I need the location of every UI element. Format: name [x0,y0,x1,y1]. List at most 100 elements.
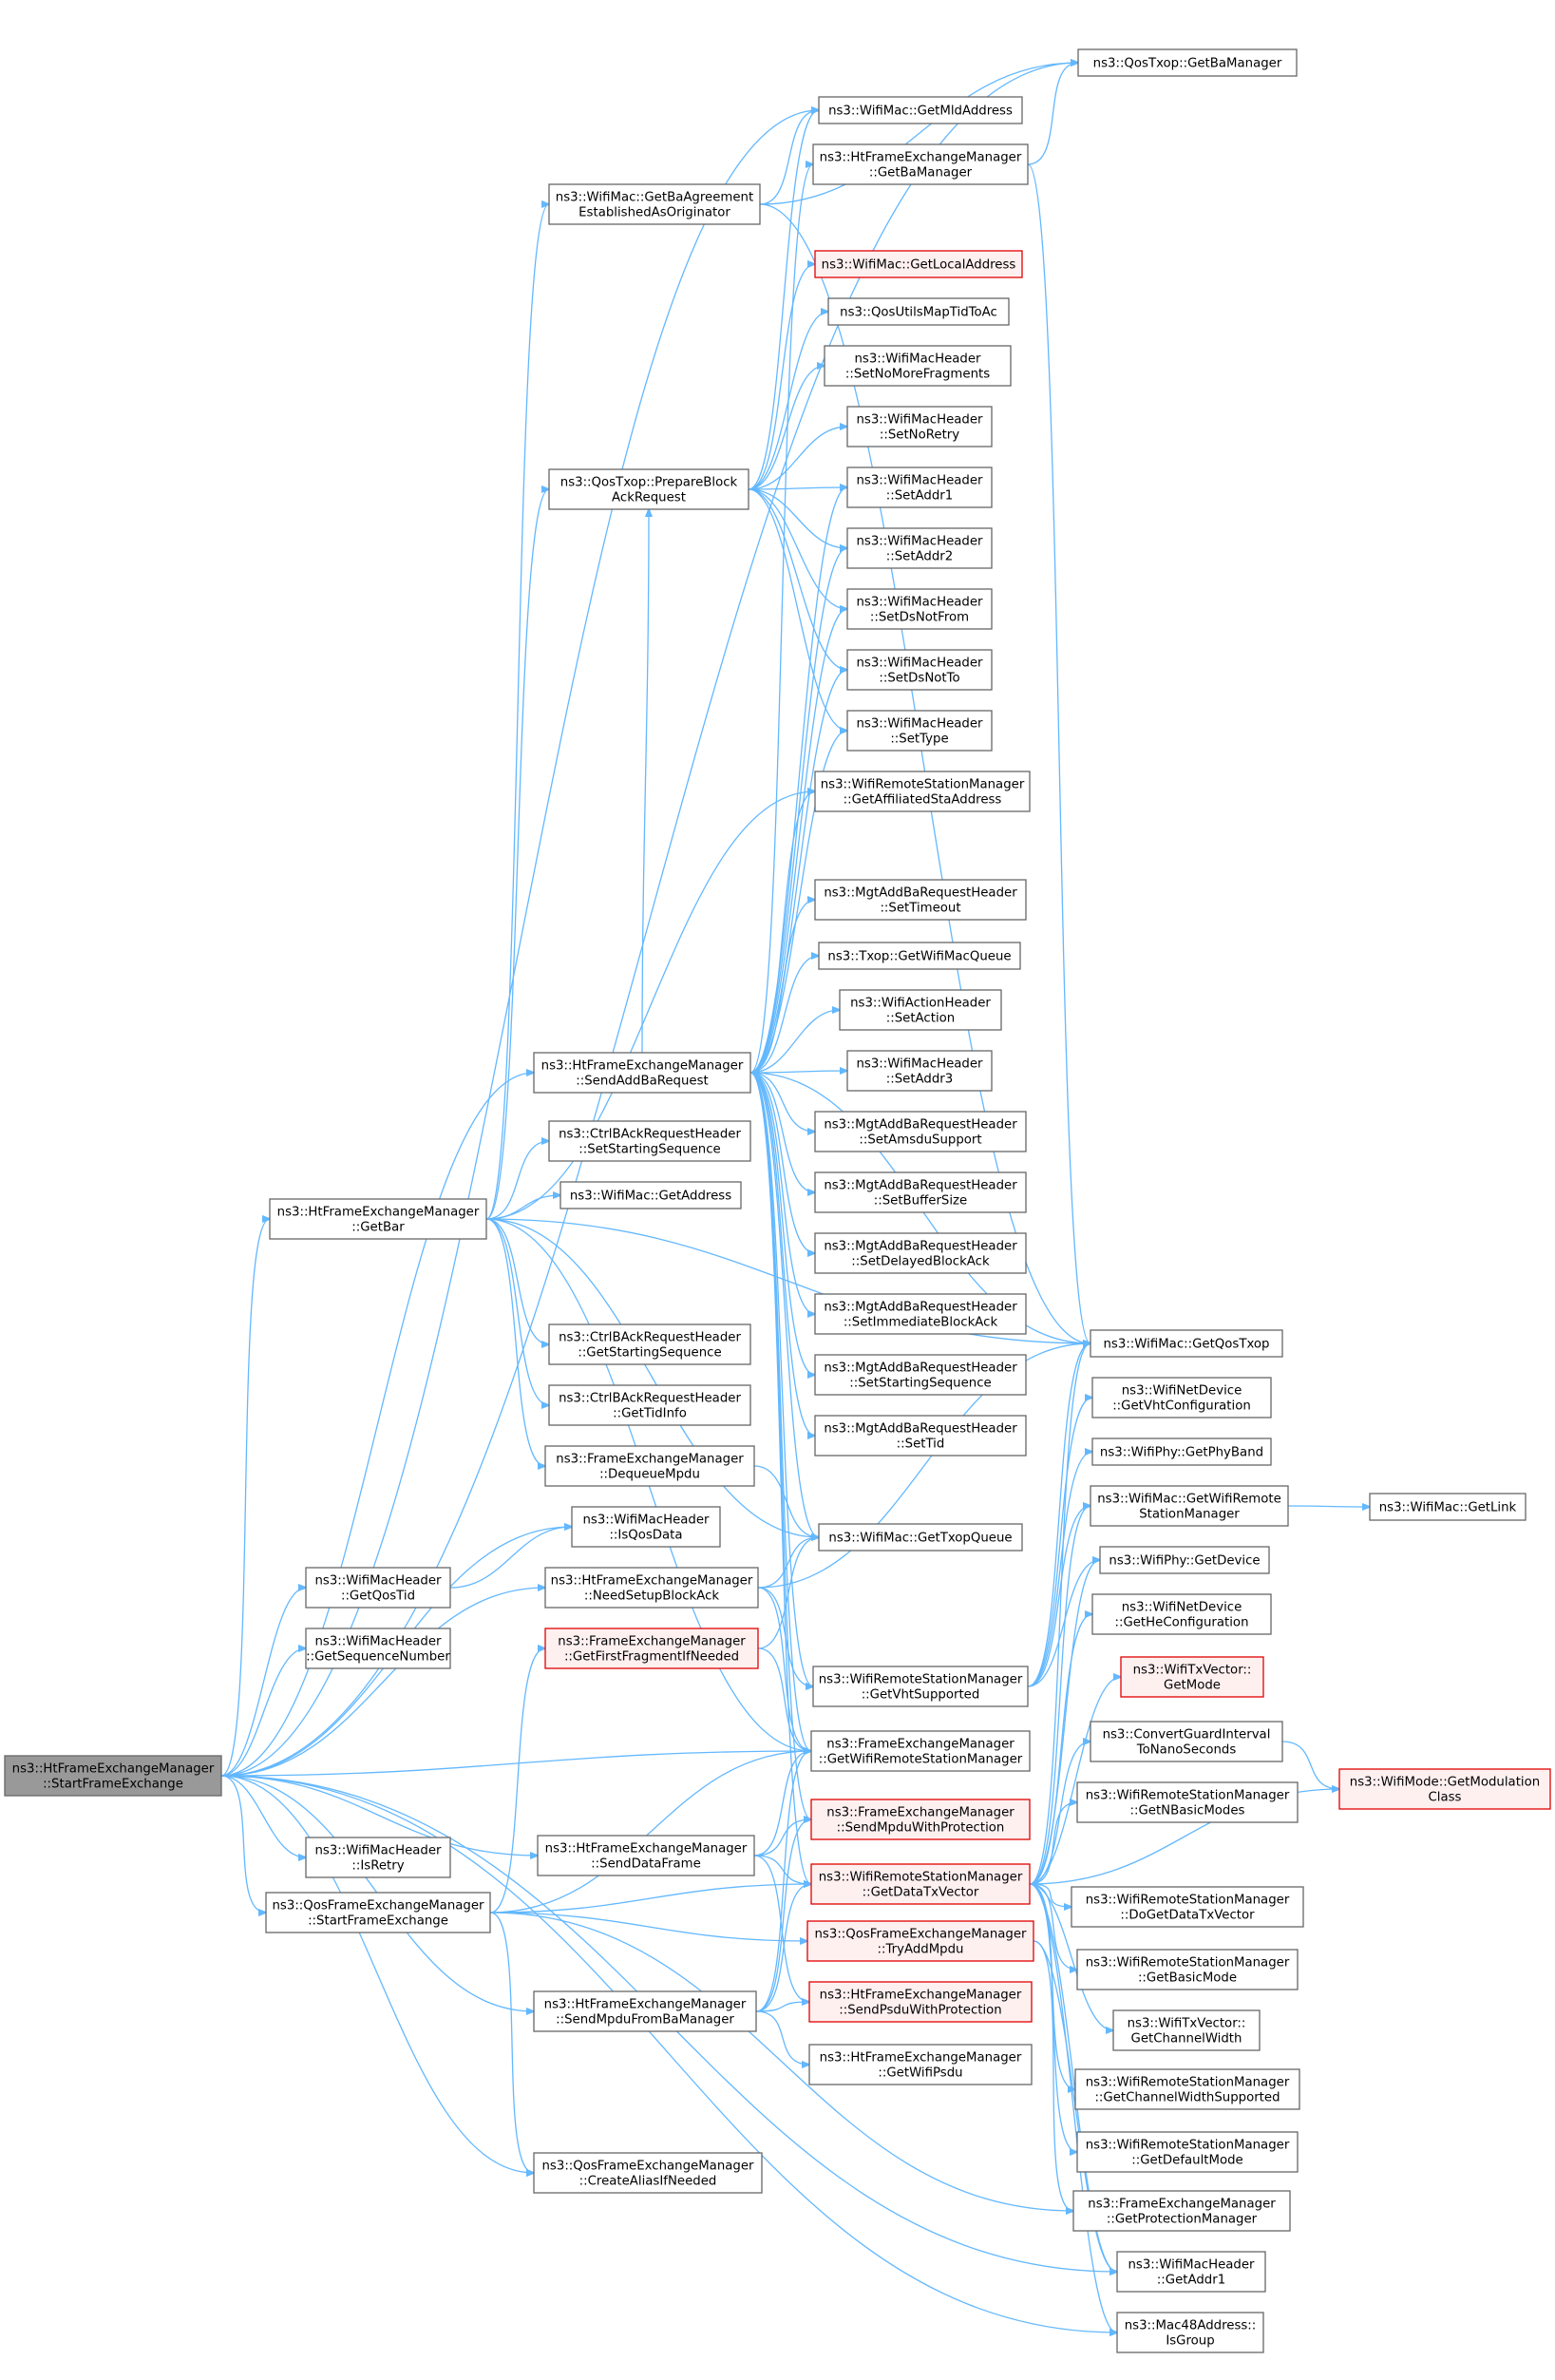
node-setnomore[interactable]: ns3::WifiMacHeader::SetNoMoreFragments [824,345,1012,387]
node-root[interactable]: ns3::HtFrameExchangeManager::StartFrameE… [4,1755,222,1797]
node-getaddr1[interactable]: ns3::WifiMacHeader::GetAddr1 [1116,2251,1266,2293]
node-label-line: ::SetStartingSequence [849,1377,991,1391]
node-label-line: ::SetTid [897,1438,945,1452]
node-setdsnotfrom[interactable]: ns3::WifiMacHeader::SetDsNotFrom [846,588,993,630]
node-sendmpduprot[interactable]: ns3::FrameExchangeManager::SendMpduWithP… [810,1799,1031,1840]
node-settype[interactable]: ns3::WifiMacHeader::SetType [846,710,993,752]
node-settid[interactable]: ns3::MgtAddBaRequestHeader::SetTid [814,1415,1027,1457]
node-label-line: ::SendMpduFromBaManager [556,2013,734,2028]
edge-getbar-to-ctrlgettid [485,1218,549,1405]
node-getmld[interactable]: ns3::WifiMac::GetMldAddress [818,96,1023,124]
node-isgroup[interactable]: ns3::Mac48Address::IsGroup [1116,2312,1264,2353]
node-createalias[interactable]: ns3::QosFrameExchangeManager::CreateAlia… [533,2152,763,2194]
edge-getfirstfrag-to-gettxopq [757,1537,819,1649]
node-sendpsduprot[interactable]: ns3::HtFrameExchangeManager::SendPsduWit… [808,1981,1033,2023]
node-ctrlgettid[interactable]: ns3::CtrlBAckRequestHeader::GetTidInfo [548,1384,751,1426]
node-setaddr1[interactable]: ns3::WifiMacHeader::SetAddr1 [846,466,993,508]
node-qosstartfe[interactable]: ns3::QosFrameExchangeManager::StartFrame… [265,1892,491,1933]
edge-getdatatx-to-getchwidth [1029,1883,1113,2030]
edge-line [759,63,1078,205]
node-sendaddba[interactable]: ns3::HtFrameExchangeManager::SendAddBaRe… [533,1052,751,1094]
node-getwrsm2[interactable]: ns3::WifiMac::GetWifiRemoteStationManage… [1090,1485,1289,1527]
node-box [1091,1593,1272,1635]
node-ctrlgetss[interactable]: ns3::CtrlBAckRequestHeader::GetStartingS… [548,1323,751,1365]
node-getwrsm[interactable]: ns3::FrameExchangeManager::GetWifiRemote… [810,1730,1031,1772]
node-isretry[interactable]: ns3::WifiMacHeader::IsRetry [305,1837,451,1878]
node-getbar[interactable]: ns3::HtFrameExchangeManager::GetBar [269,1198,487,1240]
node-setdelayed[interactable]: ns3::MgtAddBaRequestHeader::SetDelayedBl… [814,1232,1027,1274]
node-htgetbamgr[interactable]: ns3::HtFrameExchangeManager::GetBaManage… [812,143,1029,185]
edge-qosstartfe-to-getwrsm [489,1751,811,1914]
node-gettxopq[interactable]: ns3::WifiMac::GetTxopQueue [818,1523,1023,1552]
node-setaddr2[interactable]: ns3::WifiMacHeader::SetAddr2 [846,527,993,569]
node-box [1369,1493,1527,1521]
node-getvhtconf[interactable]: ns3::WifiNetDevice::GetVhtConfiguration [1091,1377,1272,1418]
node-getdatatx[interactable]: ns3::WifiRemoteStationManager::GetDataTx… [810,1863,1031,1905]
edge-preparebar-to-setaddr2 [748,488,847,548]
node-isqosdata[interactable]: ns3::WifiMacHeader::IsQosData [571,1506,721,1548]
node-setaction[interactable]: ns3::WifiActionHeader::SetAction [839,989,1002,1031]
edge-senddata-to-sendmpduprot [753,1819,811,1856]
node-getbaagree[interactable]: ns3::WifiMac::GetBaAgreementEstablishedA… [548,183,761,225]
node-getdevice[interactable]: ns3::WifiPhy::GetDevice [1099,1546,1270,1574]
node-getphyband[interactable]: ns3::WifiPhy::GetPhyBand [1091,1438,1272,1466]
node-setamsdu[interactable]: ns3::MgtAddBaRequestHeader::SetAmsduSupp… [814,1111,1027,1152]
node-getaffil[interactable]: ns3::WifiRemoteStationManager::GetAffili… [814,771,1031,812]
node-label-line: ns3::WifiPhy::GetPhyBand [1100,1446,1263,1460]
node-needsetup[interactable]: ns3::HtFrameExchangeManager::NeedSetupBl… [544,1567,759,1609]
node-setdsnotto[interactable]: ns3::WifiMacHeader::SetDsNotTo [846,649,993,691]
node-label-line: ::GetProtectionManager [1107,2213,1258,2227]
edge-line [749,731,847,1074]
node-box [1099,1546,1270,1574]
node-getlocal[interactable]: ns3::WifiMac::GetLocalAddress [814,250,1023,278]
node-getwifimacq[interactable]: ns3::Txop::GetWifiMacQueue [818,942,1021,970]
node-getheconf[interactable]: ns3::WifiNetDevice::GetHeConfiguration [1091,1593,1272,1635]
edge-line [485,1141,549,1220]
node-getdefmode[interactable]: ns3::WifiRemoteStationManager::GetDefaul… [1076,2131,1299,2173]
node-getseqnum[interactable]: ns3::WifiMacHeader::GetSequenceNumber [305,1628,451,1669]
node-setstartseq[interactable]: ns3::MgtAddBaRequestHeader::SetStartingS… [814,1354,1027,1396]
node-getfirstfrag[interactable]: ns3::FrameExchangeManager::GetFirstFragm… [544,1628,759,1669]
edge-sendaddba-to-settype [749,731,847,1074]
node-label-line: ns3::HtFrameExchangeManager [277,1206,480,1220]
node-getbamgr_qos[interactable]: ns3::QosTxop::GetBaManager [1077,48,1298,77]
node-getchwidth[interactable]: ns3::WifiTxVector::GetChannelWidth [1112,2009,1261,2051]
edge-sendmpdufromba-to-sendmpduprot [755,1819,811,2012]
node-getnbasic[interactable]: ns3::WifiRemoteStationManager::GetNBasic… [1076,1781,1299,1823]
edge-getdatatx-to-dogetdatatx [1029,1883,1071,1907]
node-dogetdatatx[interactable]: ns3::WifiRemoteStationManager::DoGetData… [1071,1886,1304,1928]
node-dequeue[interactable]: ns3::FrameExchangeManager::DequeueMpdu [544,1445,755,1487]
node-getchwsup[interactable]: ns3::WifiRemoteStationManager::GetChanne… [1074,2068,1300,2110]
edge-line [749,1010,840,1074]
node-getlink[interactable]: ns3::WifiMac::GetLink [1369,1493,1527,1521]
node-qosmap[interactable]: ns3::QosUtilsMapTidToAc [827,297,1010,326]
node-getmode[interactable]: ns3::WifiTxVector::GetMode [1120,1656,1264,1698]
node-setnoretry[interactable]: ns3::WifiMacHeader::SetNoRetry [846,406,993,447]
node-tryaddmpdu[interactable]: ns3::QosFrameExchangeManager::TryAddMpdu [806,1920,1034,1962]
edge-senddata-to-sendpsduprot [753,1855,809,2002]
edge-line [757,1647,811,1751]
node-getqostid[interactable]: ns3::WifiMacHeader::GetQosTid [305,1567,451,1609]
node-box [1071,1886,1304,1928]
node-setimmediate[interactable]: ns3::MgtAddBaRequestHeader::SetImmediate… [814,1293,1027,1335]
node-label-line: ns3::WifiMacHeader [856,413,983,428]
node-getprotmgr[interactable]: ns3::FrameExchangeManager::GetProtection… [1072,2190,1291,2232]
node-senddata[interactable]: ns3::HtFrameExchangeManager::SendDataFra… [537,1835,755,1876]
node-setaddr3[interactable]: ns3::WifiMacHeader::SetAddr3 [846,1050,993,1092]
node-ctrlsetss[interactable]: ns3::CtrlBAckRequestHeader::SetStartingS… [548,1120,751,1162]
node-setbufsize[interactable]: ns3::MgtAddBaRequestHeader::SetBufferSiz… [814,1171,1027,1213]
node-settimeout[interactable]: ns3::MgtAddBaRequestHeader::SetTimeout [814,879,1027,921]
node-sendmpdufromba[interactable]: ns3::HtFrameExchangeManager::SendMpduFro… [533,1990,757,2032]
node-getbasicmode[interactable]: ns3::WifiRemoteStationManager::GetBasicM… [1076,1949,1299,1990]
node-getaddress[interactable]: ns3::WifiMac::GetAddress [559,1181,742,1209]
node-getqostxop[interactable]: ns3::WifiMac::GetQosTxop [1090,1329,1283,1358]
edge-sendaddba-to-settimeout [749,900,815,1074]
node-getvhtsup[interactable]: ns3::WifiRemoteStationManager::GetVhtSup… [812,1666,1029,1707]
edge-line [749,1072,811,1884]
node-box [812,143,1029,185]
edge-qosstartfe-to-getdatatx [489,1884,811,1914]
node-getwifipsdu[interactable]: ns3::HtFrameExchangeManager::GetWifiPsdu [808,2044,1033,2085]
